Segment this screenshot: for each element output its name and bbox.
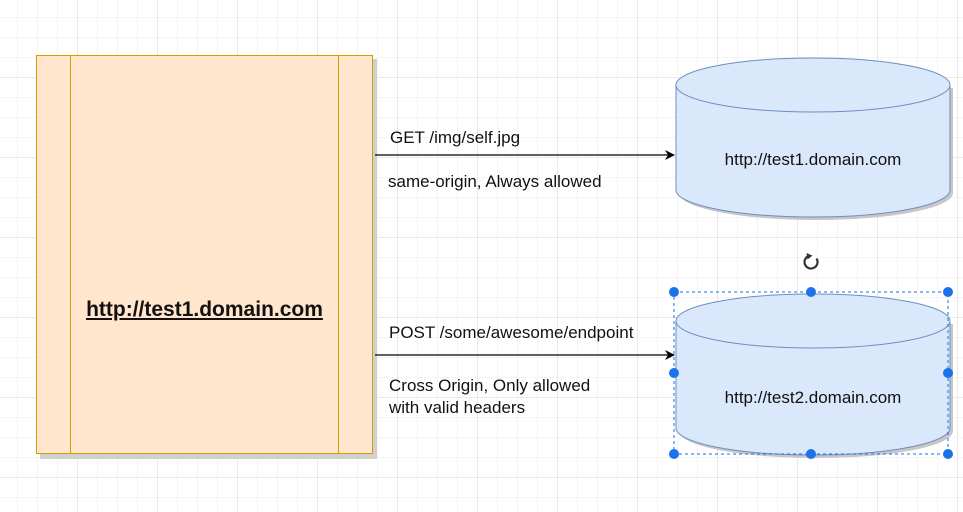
edge-post-note-line2: with valid headers <box>389 398 526 417</box>
resize-handle-bottom-left <box>669 449 679 459</box>
process-box[interactable]: http://test1.domain.com <box>36 55 373 454</box>
edge-get-note: same-origin, Always allowed <box>388 172 602 191</box>
resize-handle-top <box>806 287 816 297</box>
process-inner-bar-right <box>338 56 339 453</box>
resize-handle-right <box>943 368 953 378</box>
database-2[interactable] <box>675 293 953 458</box>
process-label: http://test1.domain.com <box>86 298 323 321</box>
process-inner-bar-left <box>70 56 71 453</box>
database-1[interactable] <box>675 57 953 220</box>
selection-frame[interactable] <box>669 287 953 459</box>
resize-handle-top-left <box>669 287 679 297</box>
resize-handle-bottom <box>806 449 816 459</box>
resize-handle-top-right <box>943 287 953 297</box>
edge-get-label: GET /img/self.jpg <box>390 128 521 147</box>
database-1-label: http://test1.domain.com <box>724 150 902 169</box>
edge-post-note-line1: Cross Origin, Only allowed <box>389 376 591 395</box>
edge-post-label: POST /some/awesome/endpoint <box>389 323 634 342</box>
resize-handle-bottom-right <box>943 449 953 459</box>
rotate-icon[interactable] <box>801 252 821 272</box>
resize-handle-left <box>669 368 679 378</box>
database-2-label: http://test2.domain.com <box>724 388 902 407</box>
